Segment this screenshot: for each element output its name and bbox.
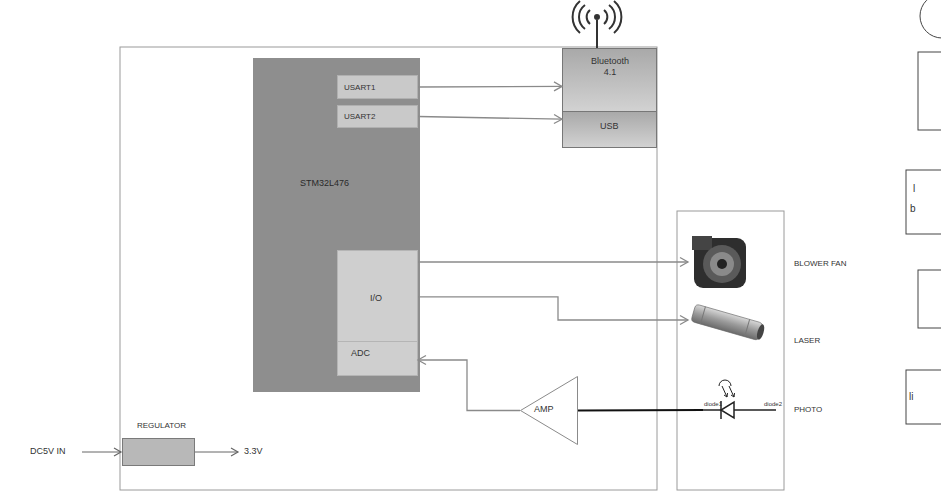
power-out-arrow	[195, 452, 238, 453]
cropped-shapes	[906, 0, 941, 424]
io-box: I/O	[337, 250, 418, 342]
blower-fan-image	[692, 236, 746, 288]
power-in-arrow	[82, 452, 121, 453]
cropped-text: li	[909, 391, 913, 402]
laser-image	[691, 304, 766, 341]
board-outline	[120, 47, 657, 490]
node-text: ADC	[351, 348, 370, 359]
node-text: USB	[600, 121, 619, 132]
node-text: Bluetooth 4.1	[585, 56, 635, 78]
photodiode-part: PHOTO	[703, 396, 747, 424]
pin-label: diode1	[704, 401, 722, 408]
signal-arrow	[418, 360, 520, 411]
laser-part: LASER	[688, 305, 764, 345]
usart-box: USART1	[337, 75, 418, 99]
node-text: I/O	[370, 293, 382, 304]
photodiode-symbol	[703, 380, 776, 419]
amplifier-triangle: AMP	[520, 376, 578, 445]
bluetooth-box: Bluetooth 4.1	[562, 48, 657, 112]
signal-arrow	[418, 261, 688, 262]
power-input-label: DC5V IN	[30, 446, 66, 457]
pin-label: diode2	[764, 401, 782, 408]
node-text: PHOTO	[794, 404, 822, 415]
signal-arrow	[418, 117, 562, 120]
usb-box: USB	[562, 112, 657, 148]
signal-arrow	[418, 86, 562, 88]
node-text: STM32L476	[300, 178, 349, 189]
blower-fan-part: BLOWER FAN	[688, 232, 750, 292]
node-text: LASER	[794, 335, 820, 346]
regulator-box: REGULATOR	[122, 438, 195, 466]
node-text: BLOWER FAN	[794, 258, 846, 269]
cropped-text: b	[910, 203, 916, 214]
voltage-label: 3.3V	[244, 446, 263, 457]
adc-box: ADC	[337, 342, 418, 376]
peripheral-outline	[677, 211, 784, 490]
mcu-block: STM32L476 USART1USART2I/O ADC	[253, 58, 420, 392]
signal-arrow	[418, 297, 688, 320]
cropped-text: l	[913, 183, 915, 194]
node-text: USART1	[344, 82, 375, 93]
antenna-symbol	[573, 1, 622, 48]
signal-wire	[578, 409, 703, 412]
usart-box: USART2	[337, 105, 418, 128]
node-text: USART2	[344, 111, 375, 122]
node-text: AMP	[534, 404, 554, 415]
node-text: REGULATOR	[137, 420, 186, 431]
